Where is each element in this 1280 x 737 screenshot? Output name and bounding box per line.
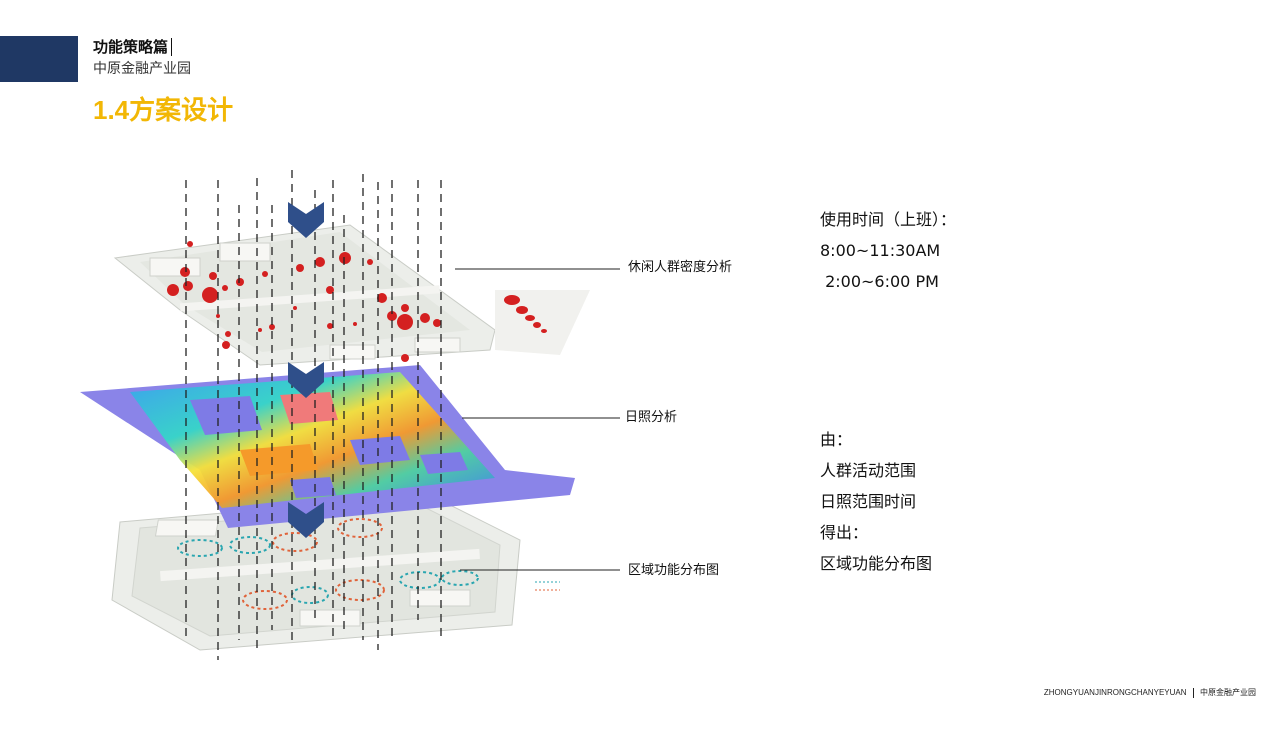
result-text: 区域功能分布图	[820, 554, 933, 573]
crowd-density-label: 休闲人群密度分析	[628, 260, 733, 275]
down-chevron-icon	[288, 362, 324, 398]
page-title: 1.4方案设计	[93, 95, 234, 125]
result-label: 得出：	[820, 523, 869, 542]
layered-analysis-diagram	[80, 170, 620, 660]
leader-lines	[455, 268, 620, 571]
down-chevron-icon	[288, 202, 324, 238]
footer-pinyin: ZHONGYUANJINRONGCHANYEYUAN	[1043, 688, 1187, 697]
from-label: 由：	[820, 430, 853, 449]
section-title: 功能策略篇	[93, 38, 173, 56]
projection-lines	[185, 170, 442, 660]
brand-block	[0, 36, 78, 82]
zoning-layer	[111, 494, 560, 651]
footer-divider	[1192, 687, 1194, 698]
sunlight-label: 日照分析	[625, 410, 678, 425]
usage-time-morning: 8:00~11:30AM	[820, 241, 941, 260]
sunlight-layer	[80, 365, 575, 528]
footer: ZHONGYUANJINRONGCHANYEYUAN 中原金融产业园	[1044, 687, 1256, 698]
footer-name: 中原金融产业园	[1200, 688, 1256, 697]
usage-time-afternoon: 2:00~6:00 PM	[820, 272, 939, 291]
usage-heading: 使用时间（上班）：	[820, 210, 957, 229]
derivation-item-1: 人群活动范围	[820, 461, 917, 480]
derivation-item-2: 日照范围时间	[820, 492, 917, 511]
down-chevron-icon	[288, 502, 324, 538]
zoning-label: 区域功能分布图	[628, 563, 720, 578]
crowd-density-layer	[113, 224, 590, 366]
project-name: 中原金融产业园	[93, 61, 191, 77]
